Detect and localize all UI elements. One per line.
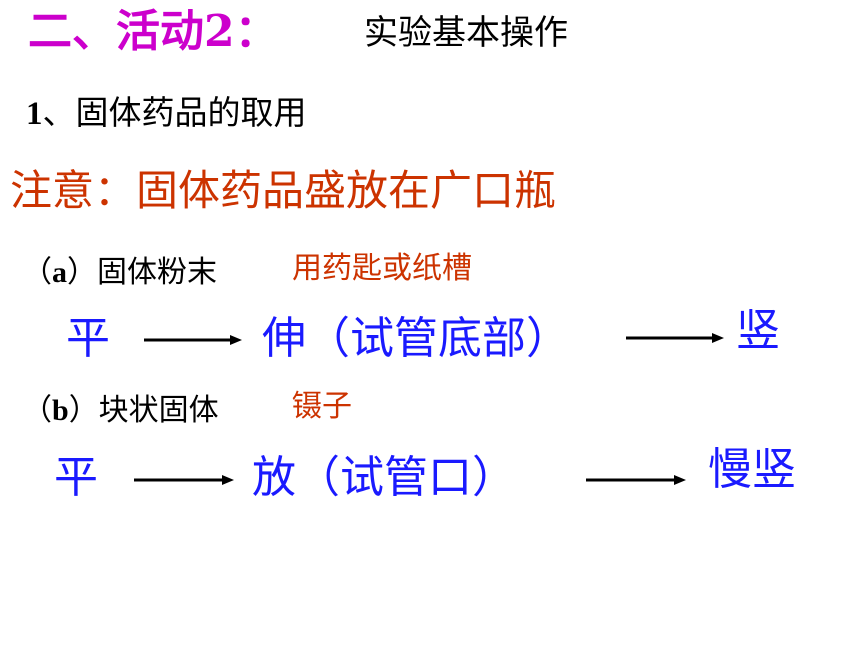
powder-tool: 用药匙或纸槽 bbox=[292, 251, 472, 286]
powder-label-rest: ）固体粉末 bbox=[67, 255, 217, 290]
block-label-open: （ bbox=[22, 393, 52, 428]
powder-label: （a）固体粉末 bbox=[22, 258, 217, 288]
powder-label-open: （ bbox=[22, 255, 52, 290]
powder-step-3: 竖 bbox=[736, 305, 780, 356]
block-tool: 镊子 bbox=[292, 389, 352, 424]
powder-label-letter: a bbox=[52, 256, 67, 289]
arrow-right-icon bbox=[626, 333, 724, 343]
note-text: 注意：固体药品盛放在广口瓶 bbox=[10, 166, 557, 215]
block-step-3: 慢竖 bbox=[708, 444, 796, 495]
section-number: 1 bbox=[26, 96, 43, 132]
section-heading: 1、固体药品的取用 bbox=[26, 96, 307, 131]
powder-step-2: 伸（试管底部） bbox=[262, 313, 570, 364]
block-label: （b）块状固体 bbox=[22, 396, 219, 426]
block-step-2: 放（试管口） bbox=[252, 452, 516, 503]
slide-title: 二、活动2： bbox=[28, 6, 279, 57]
block-label-letter: b bbox=[52, 394, 69, 427]
arrow-right-icon bbox=[586, 475, 686, 485]
arrow-right-icon bbox=[134, 475, 234, 485]
section-text: 、固体药品的取用 bbox=[42, 93, 307, 132]
slide-subtitle: 实验基本操作 bbox=[364, 13, 568, 53]
arrow-right-icon bbox=[144, 335, 242, 345]
powder-step-1: 平 bbox=[66, 313, 110, 364]
block-label-rest: ）块状固体 bbox=[68, 393, 219, 428]
block-step-1: 平 bbox=[54, 452, 98, 503]
